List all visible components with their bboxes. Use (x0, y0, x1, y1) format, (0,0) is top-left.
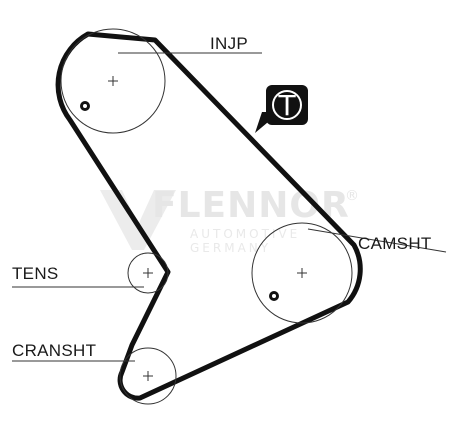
pulley-camsht-center-icon (297, 268, 307, 278)
pulley-camsht-outline (251, 222, 353, 324)
label-tens: TENS (12, 264, 59, 283)
watermark-logo: FLENNOR ® AUTOMOTIVE GERMANY (100, 185, 359, 255)
pulley-tens-center-icon (143, 268, 153, 278)
pulley-cransht-outline (119, 347, 177, 405)
watermark-brand: FLENNOR (152, 185, 350, 226)
leader-line-camsht (307, 228, 447, 253)
pulley-tens (127, 252, 169, 294)
watermark-registered-mark: ® (345, 188, 359, 204)
label-camsht: CAMSHT (358, 234, 432, 253)
label-cransht: CRANSHT (12, 341, 96, 360)
pulley-injp-outline (60, 28, 166, 134)
pulley-cransht (119, 347, 177, 405)
watermark-line1: AUTOMOTIVE (190, 227, 300, 241)
pulley-injp-center-icon (108, 76, 118, 86)
timing-marker-ring (272, 90, 302, 120)
timing-marker: T (255, 85, 308, 133)
label-injp: INJP (210, 34, 248, 53)
leader-lines (12, 52, 447, 362)
pulley-camsht (251, 222, 353, 324)
pulley-injp (60, 28, 166, 134)
watermark-line2: GERMANY (190, 241, 271, 255)
watermark-emblem-icon (100, 190, 176, 250)
timing-marker-letter: T (277, 89, 296, 122)
pulley-tens-outline (127, 252, 169, 294)
pulley-cransht-center-icon (143, 371, 153, 381)
